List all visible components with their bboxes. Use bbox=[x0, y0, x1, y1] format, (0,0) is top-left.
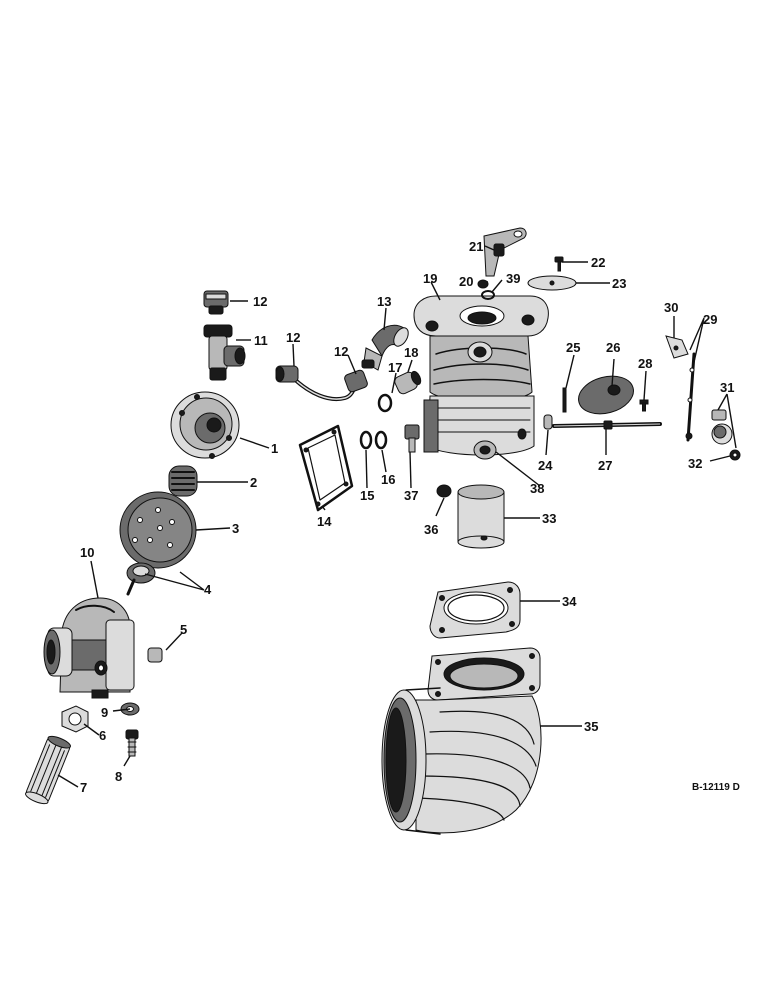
label-part-36: 36 bbox=[424, 522, 438, 537]
label-part-10: 10 bbox=[80, 545, 94, 560]
label-part-17: 17 bbox=[388, 360, 402, 375]
label-part-1: 1 bbox=[271, 441, 278, 456]
label-part-38: 38 bbox=[530, 481, 544, 496]
diaphragm-icon bbox=[119, 491, 197, 569]
label-part-12-line: 12 bbox=[286, 330, 300, 345]
ball-joint-icon bbox=[711, 409, 733, 445]
bushing-icon bbox=[394, 370, 422, 395]
screw-icon bbox=[639, 399, 649, 412]
label-part-12-mid: 12 bbox=[334, 344, 348, 359]
label-part-22: 22 bbox=[591, 255, 605, 270]
plug-icon bbox=[436, 484, 452, 498]
elbow-housing-icon bbox=[381, 647, 542, 835]
drawing-number: B-12119 D bbox=[692, 782, 740, 793]
label-part-21: 21 bbox=[469, 239, 483, 254]
label-part-37: 37 bbox=[404, 488, 418, 503]
gasket-icon bbox=[298, 424, 354, 512]
label-part-15: 15 bbox=[360, 488, 374, 503]
label-part-3: 3 bbox=[232, 521, 239, 536]
gasket-icon bbox=[429, 581, 521, 639]
label-part-5: 5 bbox=[180, 622, 187, 637]
leader-lines bbox=[57, 245, 737, 788]
label-part-4: 4 bbox=[204, 582, 212, 597]
label-part-25: 25 bbox=[566, 340, 580, 355]
throttle-plate-icon bbox=[578, 375, 634, 415]
screw-icon bbox=[125, 729, 139, 757]
label-part-32: 32 bbox=[688, 456, 702, 471]
plug-icon bbox=[147, 647, 163, 663]
label-part-2: 2 bbox=[250, 475, 257, 490]
part-labels: 12 11 12 12 13 17 18 1 2 3 4 10 5 9 6 7 … bbox=[80, 239, 734, 795]
label-part-11: 11 bbox=[254, 333, 268, 348]
cover-plate-icon bbox=[170, 391, 240, 459]
label-part-24: 24 bbox=[538, 458, 553, 473]
label-part-13: 13 bbox=[377, 294, 391, 309]
fuel-line-fitting-icon bbox=[275, 365, 368, 402]
nut-icon bbox=[61, 705, 89, 733]
elbow-icon bbox=[361, 324, 409, 371]
label-part-39: 39 bbox=[506, 271, 520, 286]
label-part-16: 16 bbox=[381, 472, 395, 487]
label-part-31: 31 bbox=[720, 380, 734, 395]
label-part-28: 28 bbox=[638, 356, 652, 371]
spring-icon bbox=[168, 465, 198, 497]
pin-icon bbox=[543, 414, 553, 430]
plate-icon bbox=[527, 275, 577, 291]
label-part-20: 20 bbox=[459, 274, 473, 289]
label-part-7: 7 bbox=[80, 780, 87, 795]
valve-icon bbox=[404, 424, 420, 453]
bracket-icon bbox=[665, 335, 689, 359]
label-part-6: 6 bbox=[99, 728, 106, 743]
pump-body-icon bbox=[43, 597, 135, 699]
screw-icon bbox=[554, 256, 564, 272]
filter-cartridge-icon bbox=[25, 735, 71, 805]
label-part-26: 26 bbox=[606, 340, 620, 355]
venturi-sleeve-icon bbox=[457, 484, 505, 549]
mixer-body-icon bbox=[413, 295, 549, 460]
o-ring-icon bbox=[374, 430, 388, 450]
label-part-8: 8 bbox=[115, 769, 122, 784]
lever-icon bbox=[685, 352, 696, 442]
label-part-34: 34 bbox=[562, 594, 577, 609]
label-part-33: 33 bbox=[542, 511, 556, 526]
ring-icon bbox=[481, 290, 495, 300]
lever-icon bbox=[483, 227, 527, 277]
o-ring-icon bbox=[359, 430, 373, 450]
washer-icon bbox=[477, 279, 489, 289]
label-part-27: 27 bbox=[598, 458, 612, 473]
pin-icon bbox=[562, 387, 567, 413]
valve-icon bbox=[126, 562, 156, 596]
shaft-icon bbox=[552, 420, 662, 430]
label-part-12-top: 12 bbox=[253, 294, 267, 309]
label-part-35: 35 bbox=[584, 719, 598, 734]
fitting-icon bbox=[203, 290, 229, 315]
label-part-9: 9 bbox=[101, 705, 108, 720]
clip-icon bbox=[729, 449, 741, 461]
label-part-19: 19 bbox=[423, 271, 437, 286]
label-part-18: 18 bbox=[404, 345, 418, 360]
tee-fitting-icon bbox=[203, 324, 246, 381]
ring-icon bbox=[377, 393, 393, 413]
label-part-29: 29 bbox=[703, 312, 717, 327]
label-part-14: 14 bbox=[317, 514, 332, 529]
label-part-30: 30 bbox=[664, 300, 678, 315]
label-part-23: 23 bbox=[612, 276, 626, 291]
